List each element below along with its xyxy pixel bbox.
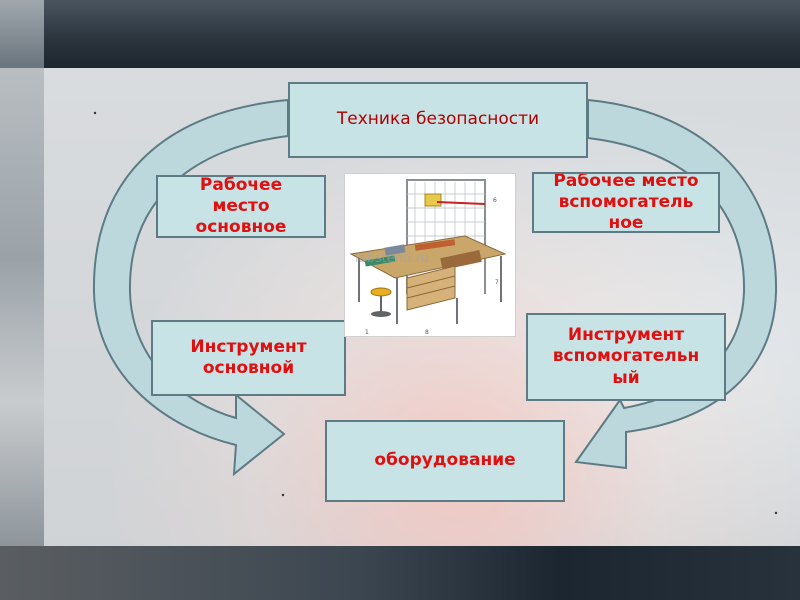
tool-main-box: Инструмент основной bbox=[151, 320, 346, 396]
bench-tool bbox=[364, 255, 396, 267]
workbench-illustration: 6 7 1 8 labstend.ru bbox=[349, 179, 507, 336]
left-cycle-arrow bbox=[92, 98, 289, 477]
left-side-strip bbox=[0, 68, 44, 546]
lamp bbox=[424, 193, 442, 207]
top-dark-band bbox=[0, 0, 800, 68]
callout-number: 1 bbox=[365, 329, 369, 336]
workplace-main-box: Рабочее место основное bbox=[156, 175, 326, 238]
workplace-aux-label: Рабочее место вспомогатель ное bbox=[553, 172, 699, 233]
red-rod bbox=[436, 201, 486, 205]
safety-title-text: Техника безопасности bbox=[336, 109, 540, 130]
workplace-aux-box: Рабочее место вспомогатель ное bbox=[532, 172, 720, 233]
bottom-dark-band bbox=[0, 546, 800, 600]
bench-tool bbox=[414, 239, 456, 251]
right-cycle-arrow bbox=[574, 98, 778, 470]
bench-tool bbox=[440, 249, 482, 271]
bench-tool bbox=[384, 244, 406, 256]
workplace-main-label: Рабочее место основное bbox=[195, 174, 287, 238]
image-watermark: labstend.ru bbox=[355, 251, 429, 266]
decor-dot bbox=[774, 511, 778, 515]
bench-mesh bbox=[407, 182, 485, 248]
callout-number: 7 bbox=[495, 279, 499, 286]
bench-top bbox=[349, 235, 507, 279]
stool-base bbox=[371, 311, 391, 317]
decor-dot bbox=[281, 493, 285, 497]
tool-aux-label: Инструмент вспомогательн ый bbox=[552, 325, 700, 388]
equipment-box: оборудование bbox=[325, 420, 565, 502]
safety-title-box: Техника безопасности bbox=[288, 82, 588, 158]
workbench-image: 6 7 1 8 labstend.ru bbox=[344, 173, 516, 337]
left-corner-strip bbox=[0, 0, 44, 68]
decor-dot bbox=[93, 111, 97, 115]
tool-main-label: Инструмент основной bbox=[190, 336, 307, 378]
callout-number: 8 bbox=[425, 329, 429, 336]
equipment-label: оборудование bbox=[374, 450, 516, 471]
callout-number: 6 bbox=[493, 197, 497, 204]
tool-aux-box: Инструмент вспомогательн ый bbox=[526, 313, 726, 401]
stool-seat bbox=[370, 287, 392, 297]
bench-drawers bbox=[406, 265, 456, 311]
drawer-line bbox=[406, 275, 456, 289]
drawer-line bbox=[406, 285, 456, 299]
